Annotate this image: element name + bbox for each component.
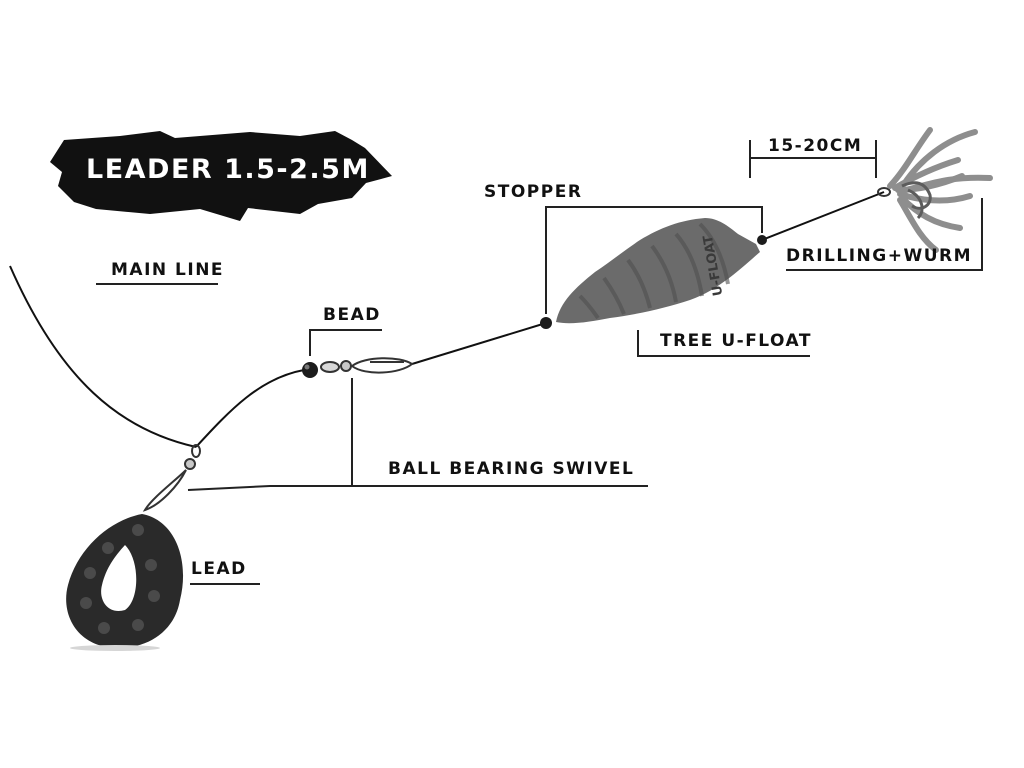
lead-label: LEAD <box>191 559 247 579</box>
leader-line <box>195 369 305 448</box>
leader-banner-text: LEADER 1.5-2.5M <box>86 154 370 185</box>
stopper-bead <box>540 317 552 329</box>
line-to-hook <box>761 191 885 241</box>
tree-u-float-label: TREE U-FLOAT <box>660 331 812 351</box>
bead-label: BEAD <box>323 305 381 325</box>
bead-highlight <box>304 364 310 370</box>
ball-bearing-swivel <box>320 357 414 374</box>
stopper-label: STOPPER <box>484 182 583 202</box>
tree-u-float <box>556 218 760 324</box>
leader-banner-shape <box>50 131 392 221</box>
treble-hook-with-worms <box>877 127 993 253</box>
drilling-wurm-label: DRILLING+WURM <box>786 246 973 266</box>
distance-label: 15-20CM <box>768 136 863 156</box>
lead-swivel <box>142 444 201 512</box>
bead <box>302 362 318 378</box>
label-connectors <box>96 140 983 585</box>
main-line <box>9 265 197 448</box>
lead-weight <box>66 514 184 651</box>
ball-bearing-swivel-label: BALL BEARING SWIVEL <box>388 459 635 479</box>
top-stopper-bead <box>757 235 767 245</box>
line-to-float <box>411 322 547 365</box>
main-line-label: MAIN LINE <box>111 260 225 280</box>
